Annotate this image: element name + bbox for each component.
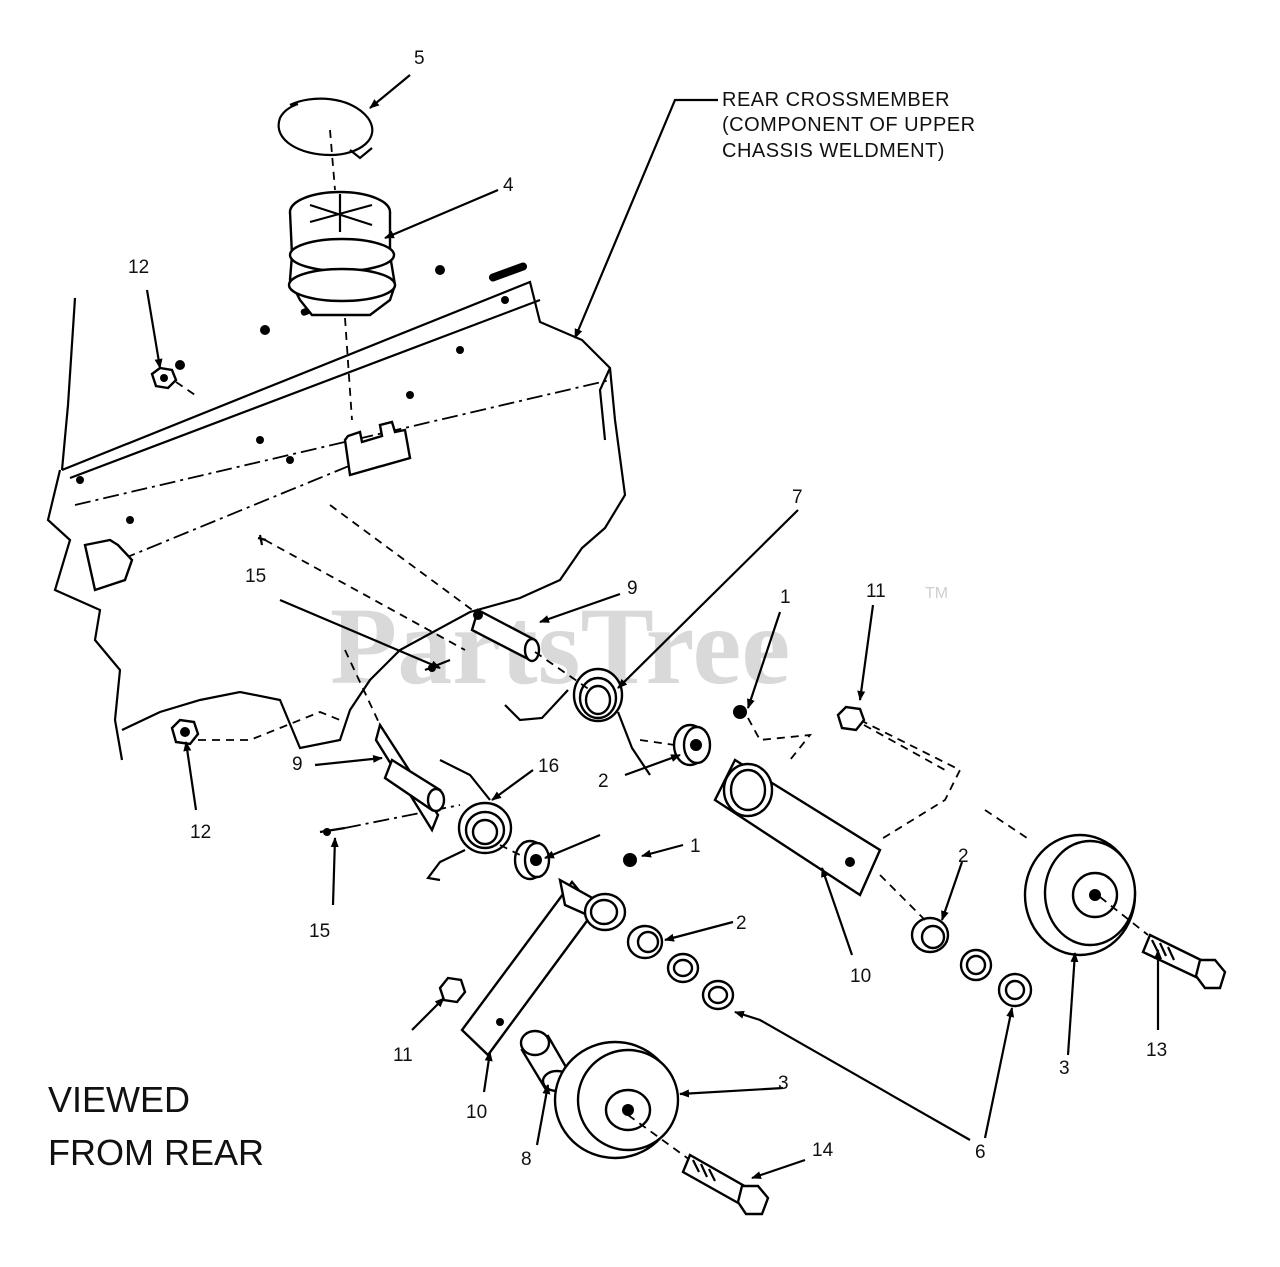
bushing-2a [672, 723, 712, 767]
callout-2-left: 2 [598, 771, 609, 792]
callout-11-top: 11 [866, 581, 886, 602]
washers-6 [666, 948, 1033, 1011]
torsion-spring-16 [426, 759, 513, 882]
callout-14: 14 [812, 1140, 834, 1161]
callout-1-bottom: 1 [690, 836, 701, 857]
callout-10-left: 10 [466, 1102, 487, 1123]
hex-nut-1b [623, 853, 637, 867]
hex-nut-12b [170, 718, 200, 746]
hex-nut-11a [836, 705, 866, 732]
pivot-pin-9a [470, 608, 541, 663]
callout-1-top: 1 [780, 587, 791, 608]
note-line-1: REAR CROSSMEMBER [722, 89, 950, 111]
callout-3-left: 3 [778, 1073, 789, 1094]
idler-pulley-3b [553, 1040, 680, 1160]
view-label-line-1: VIEWED [48, 1079, 190, 1120]
callout-2-right: 2 [958, 846, 969, 867]
torsion-spring-7 [504, 667, 651, 776]
bolt-14 [681, 1153, 770, 1216]
callout-8: 8 [521, 1149, 532, 1170]
hex-nut-12a [150, 366, 178, 390]
callout-12-bottom: 12 [190, 822, 211, 843]
retaining-ring [277, 97, 374, 160]
callout-15-bottom: 15 [309, 921, 330, 942]
watermark: PartsTree [330, 585, 790, 707]
idler-arm-10a [713, 758, 882, 897]
view-label-line-2: FROM REAR [48, 1132, 264, 1173]
callout-4: 4 [503, 175, 514, 196]
callout-9-bottom: 9 [292, 754, 303, 775]
idler-pulley-3a [1023, 833, 1137, 957]
bushing-2b [513, 839, 551, 881]
watermark-tm: TM [925, 585, 948, 602]
pivot-pin-9b [374, 722, 446, 833]
leader-lines [145, 74, 1162, 1180]
note-line-3: CHASSIS WELDMENT) [722, 140, 945, 162]
callout-12-top: 12 [128, 257, 149, 278]
callout-16: 16 [538, 756, 559, 777]
bushing-2c [626, 924, 664, 960]
hex-nut-1a [733, 705, 747, 719]
note-line-2: (COMPONENT OF UPPER [722, 114, 976, 136]
idler-arm-10b [460, 877, 627, 1057]
callout-7: 7 [792, 487, 803, 508]
callout-5: 5 [414, 48, 425, 69]
callout-3-right: 3 [1059, 1058, 1070, 1079]
bushing-2d [910, 916, 950, 954]
callout-6: 6 [975, 1142, 986, 1163]
callout-2-middle: 2 [736, 913, 747, 934]
callout-9-top: 9 [627, 578, 638, 599]
pin-15b [319, 826, 346, 836]
callout-10-right: 10 [850, 966, 871, 987]
pulley [287, 190, 397, 317]
callout-13: 13 [1146, 1040, 1167, 1061]
bolt-13 [1141, 933, 1227, 990]
callout-15-top: 15 [245, 566, 266, 587]
callout-11-bottom: 11 [393, 1045, 413, 1066]
